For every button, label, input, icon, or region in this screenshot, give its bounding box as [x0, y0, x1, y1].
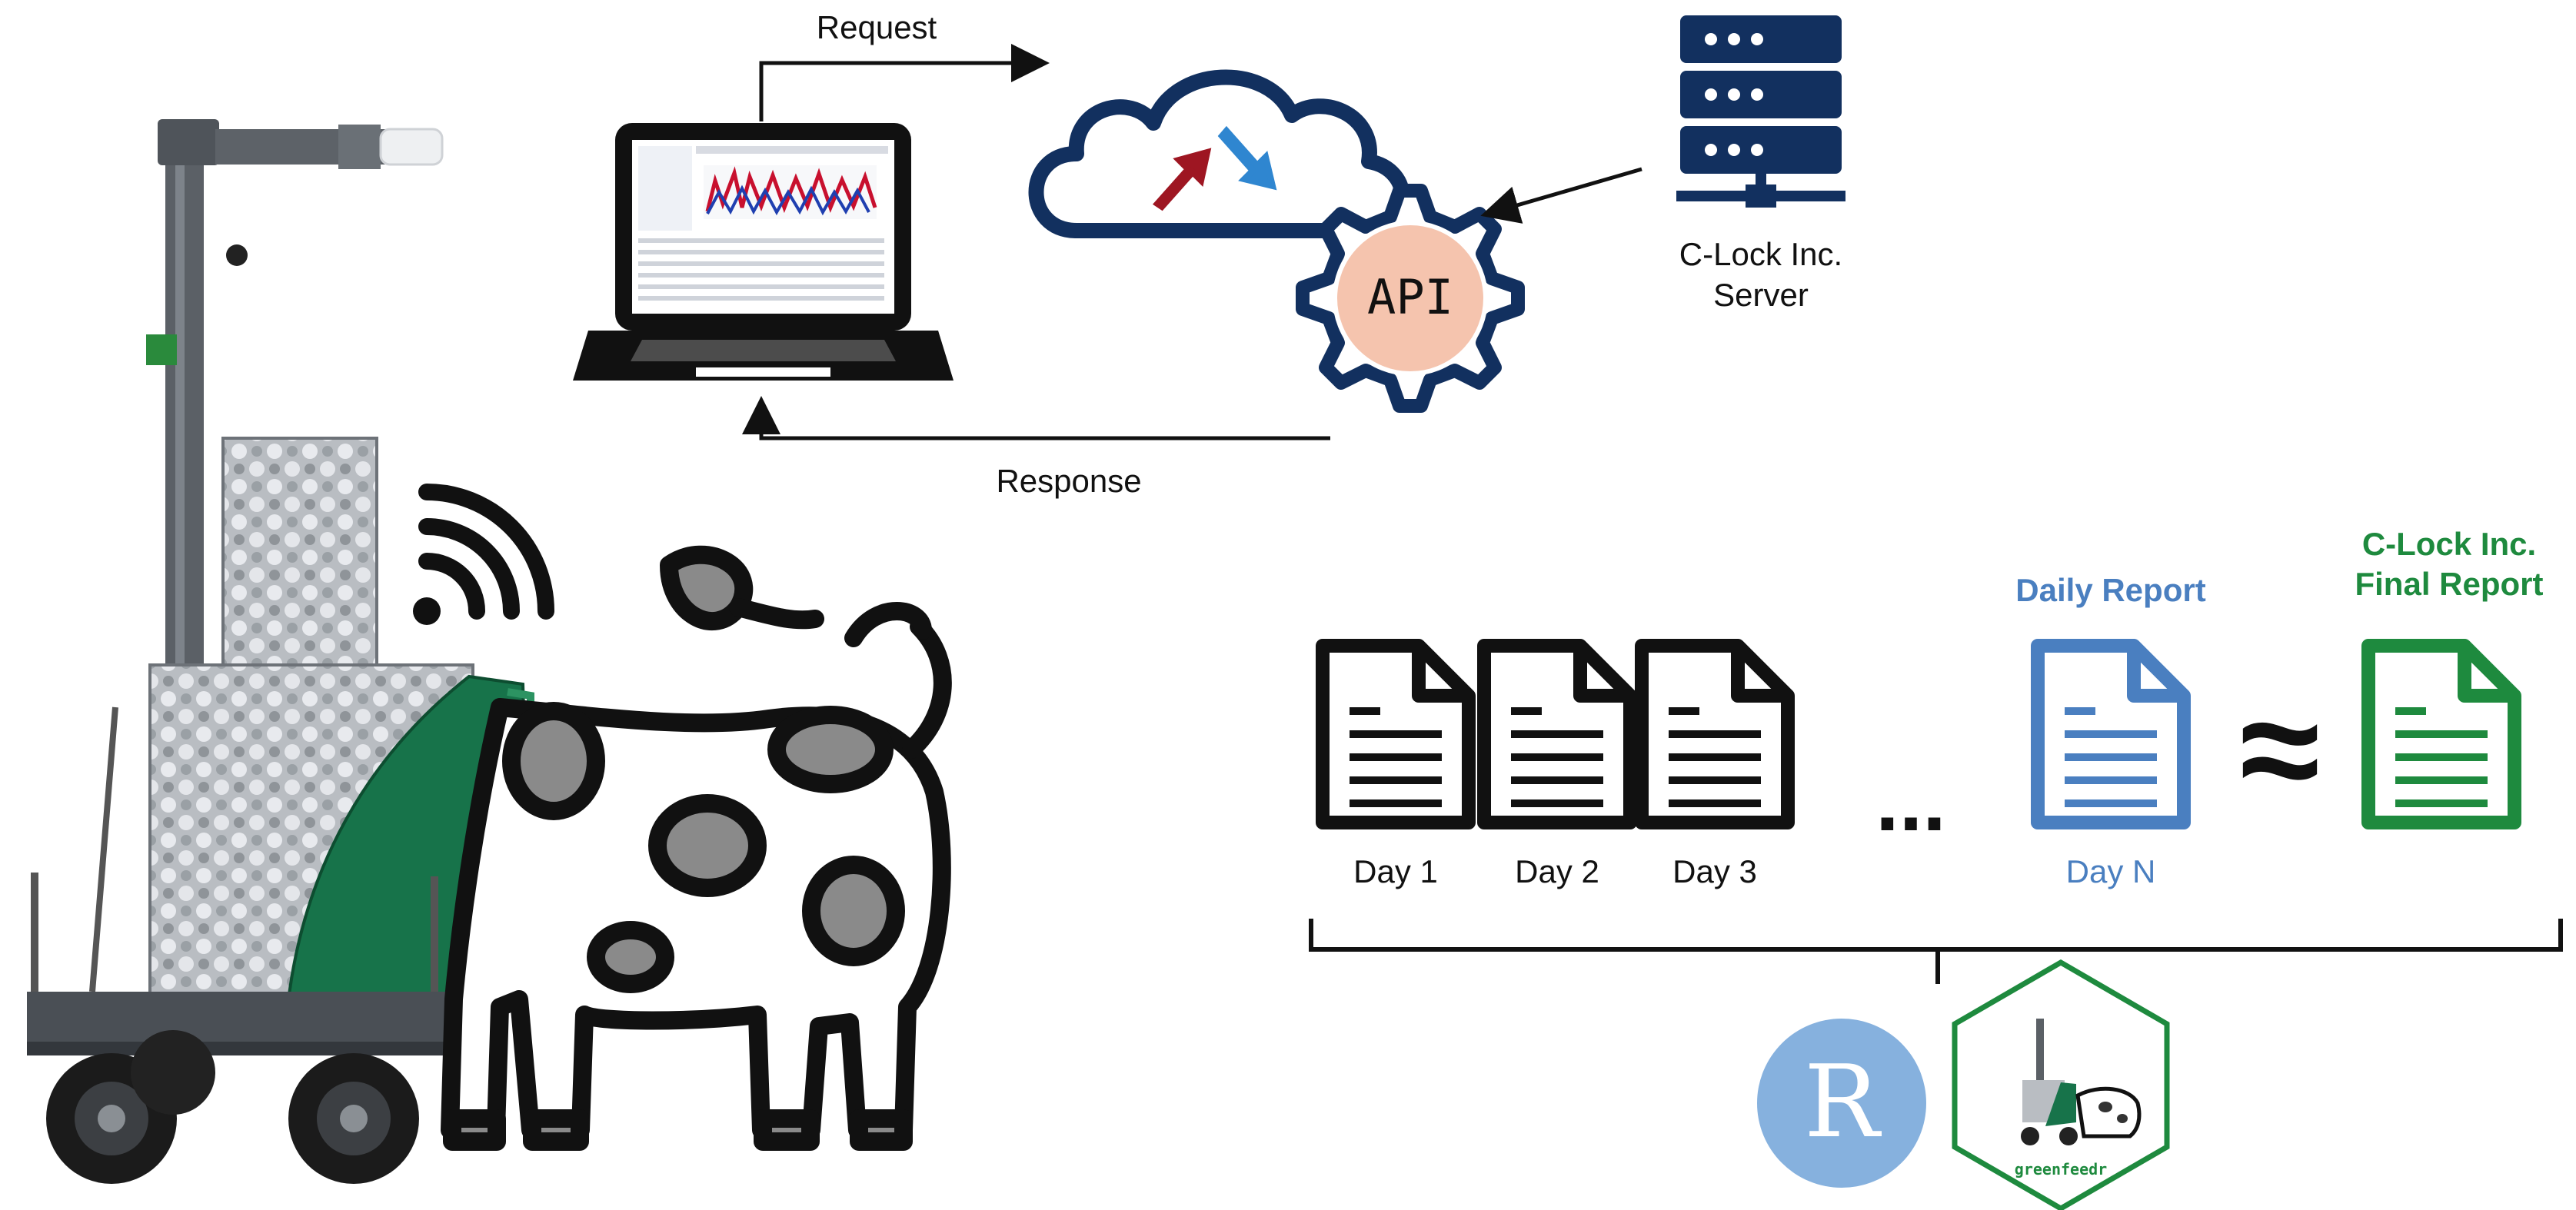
- exchange-arrows-icon: [1152, 125, 1277, 211]
- request-label: Request: [817, 9, 937, 45]
- dayN-label: Day N: [2066, 853, 2156, 889]
- day2-label: Day 2: [1515, 853, 1599, 889]
- document-icon-day1: [1316, 639, 1476, 829]
- document-icon-day2: [1477, 639, 1637, 829]
- response-label: Response: [996, 463, 1141, 499]
- cloud-icon: [1028, 69, 1410, 238]
- bracket: [1309, 919, 2563, 984]
- daily-report-title: Daily Report: [2015, 572, 2205, 608]
- greenfeedr-logo-text: greenfeedr: [2015, 1160, 2107, 1178]
- ellipsis: ...: [1875, 754, 1946, 849]
- request-arrow: [759, 44, 1050, 121]
- day1-label: Day 1: [1353, 853, 1438, 889]
- greenfeed-unit-photo: [27, 119, 534, 1184]
- r-logo: [1757, 1019, 1926, 1188]
- response-arrow: [742, 396, 1330, 440]
- cow-icon: [441, 545, 952, 1151]
- laptop-screen-dashboard: [638, 146, 888, 301]
- server-label-line2: Server: [1713, 277, 1809, 313]
- wifi-icon: [413, 484, 554, 625]
- final-report-title-line2: Final Report: [2355, 566, 2543, 602]
- final-report-document-icon: [2361, 639, 2521, 829]
- final-report-title-line1: C-Lock Inc.: [2362, 526, 2536, 562]
- document-icon-day3: [1635, 639, 1795, 829]
- laptop-icon: [573, 123, 954, 381]
- day3-label: Day 3: [1672, 853, 1757, 889]
- gear-icon: [1296, 184, 1525, 413]
- cart-wheel: [288, 1053, 419, 1184]
- daily-report-document-icon: [2031, 639, 2191, 829]
- server-icon: [1676, 15, 1845, 208]
- api-circle: [1333, 221, 1488, 376]
- greenfeedr-hex-logo: [1952, 959, 2170, 1210]
- server-label-line1: C-Lock Inc.: [1679, 236, 1842, 272]
- approx-symbol: ≈: [2240, 668, 2320, 831]
- server-to-api-arrow: [1480, 167, 1642, 224]
- r-logo-letter: R: [1804, 1043, 1882, 1160]
- cart-wheel: [131, 1030, 215, 1115]
- api-label: API: [1367, 269, 1453, 325]
